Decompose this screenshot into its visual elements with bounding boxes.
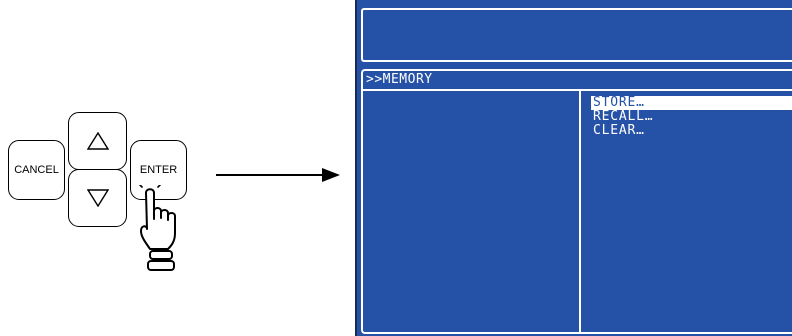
up-button[interactable] xyxy=(68,112,127,170)
cancel-button-label: CANCEL xyxy=(14,164,59,176)
triangle-down-icon xyxy=(86,189,109,207)
panel-divider xyxy=(579,91,581,332)
down-button[interactable] xyxy=(68,169,127,227)
enter-button-label: ENTER xyxy=(139,164,178,176)
title-bar: >>MEMORY xyxy=(363,71,792,91)
menu-item-recall[interactable]: RECALL… xyxy=(593,109,654,124)
menu-item-clear[interactable]: CLEAR… xyxy=(593,123,645,138)
screen-main-panel: >>MEMORY STORE… RECALL… CLEAR… xyxy=(361,69,792,334)
right-arrow-icon xyxy=(216,166,340,189)
enter-button[interactable]: ENTER xyxy=(130,140,187,200)
screen-header-box xyxy=(361,8,792,62)
memory-menu: STORE… RECALL… CLEAR… xyxy=(591,96,792,138)
lcd-screen: >>MEMORY STORE… RECALL… CLEAR… xyxy=(355,0,792,336)
pointing-hand-icon xyxy=(138,183,196,280)
triangle-up-icon xyxy=(86,132,109,150)
menu-item-store[interactable]: STORE… xyxy=(591,96,792,110)
cancel-button[interactable]: CANCEL xyxy=(8,140,65,200)
screen-title: >>MEMORY xyxy=(366,72,433,87)
